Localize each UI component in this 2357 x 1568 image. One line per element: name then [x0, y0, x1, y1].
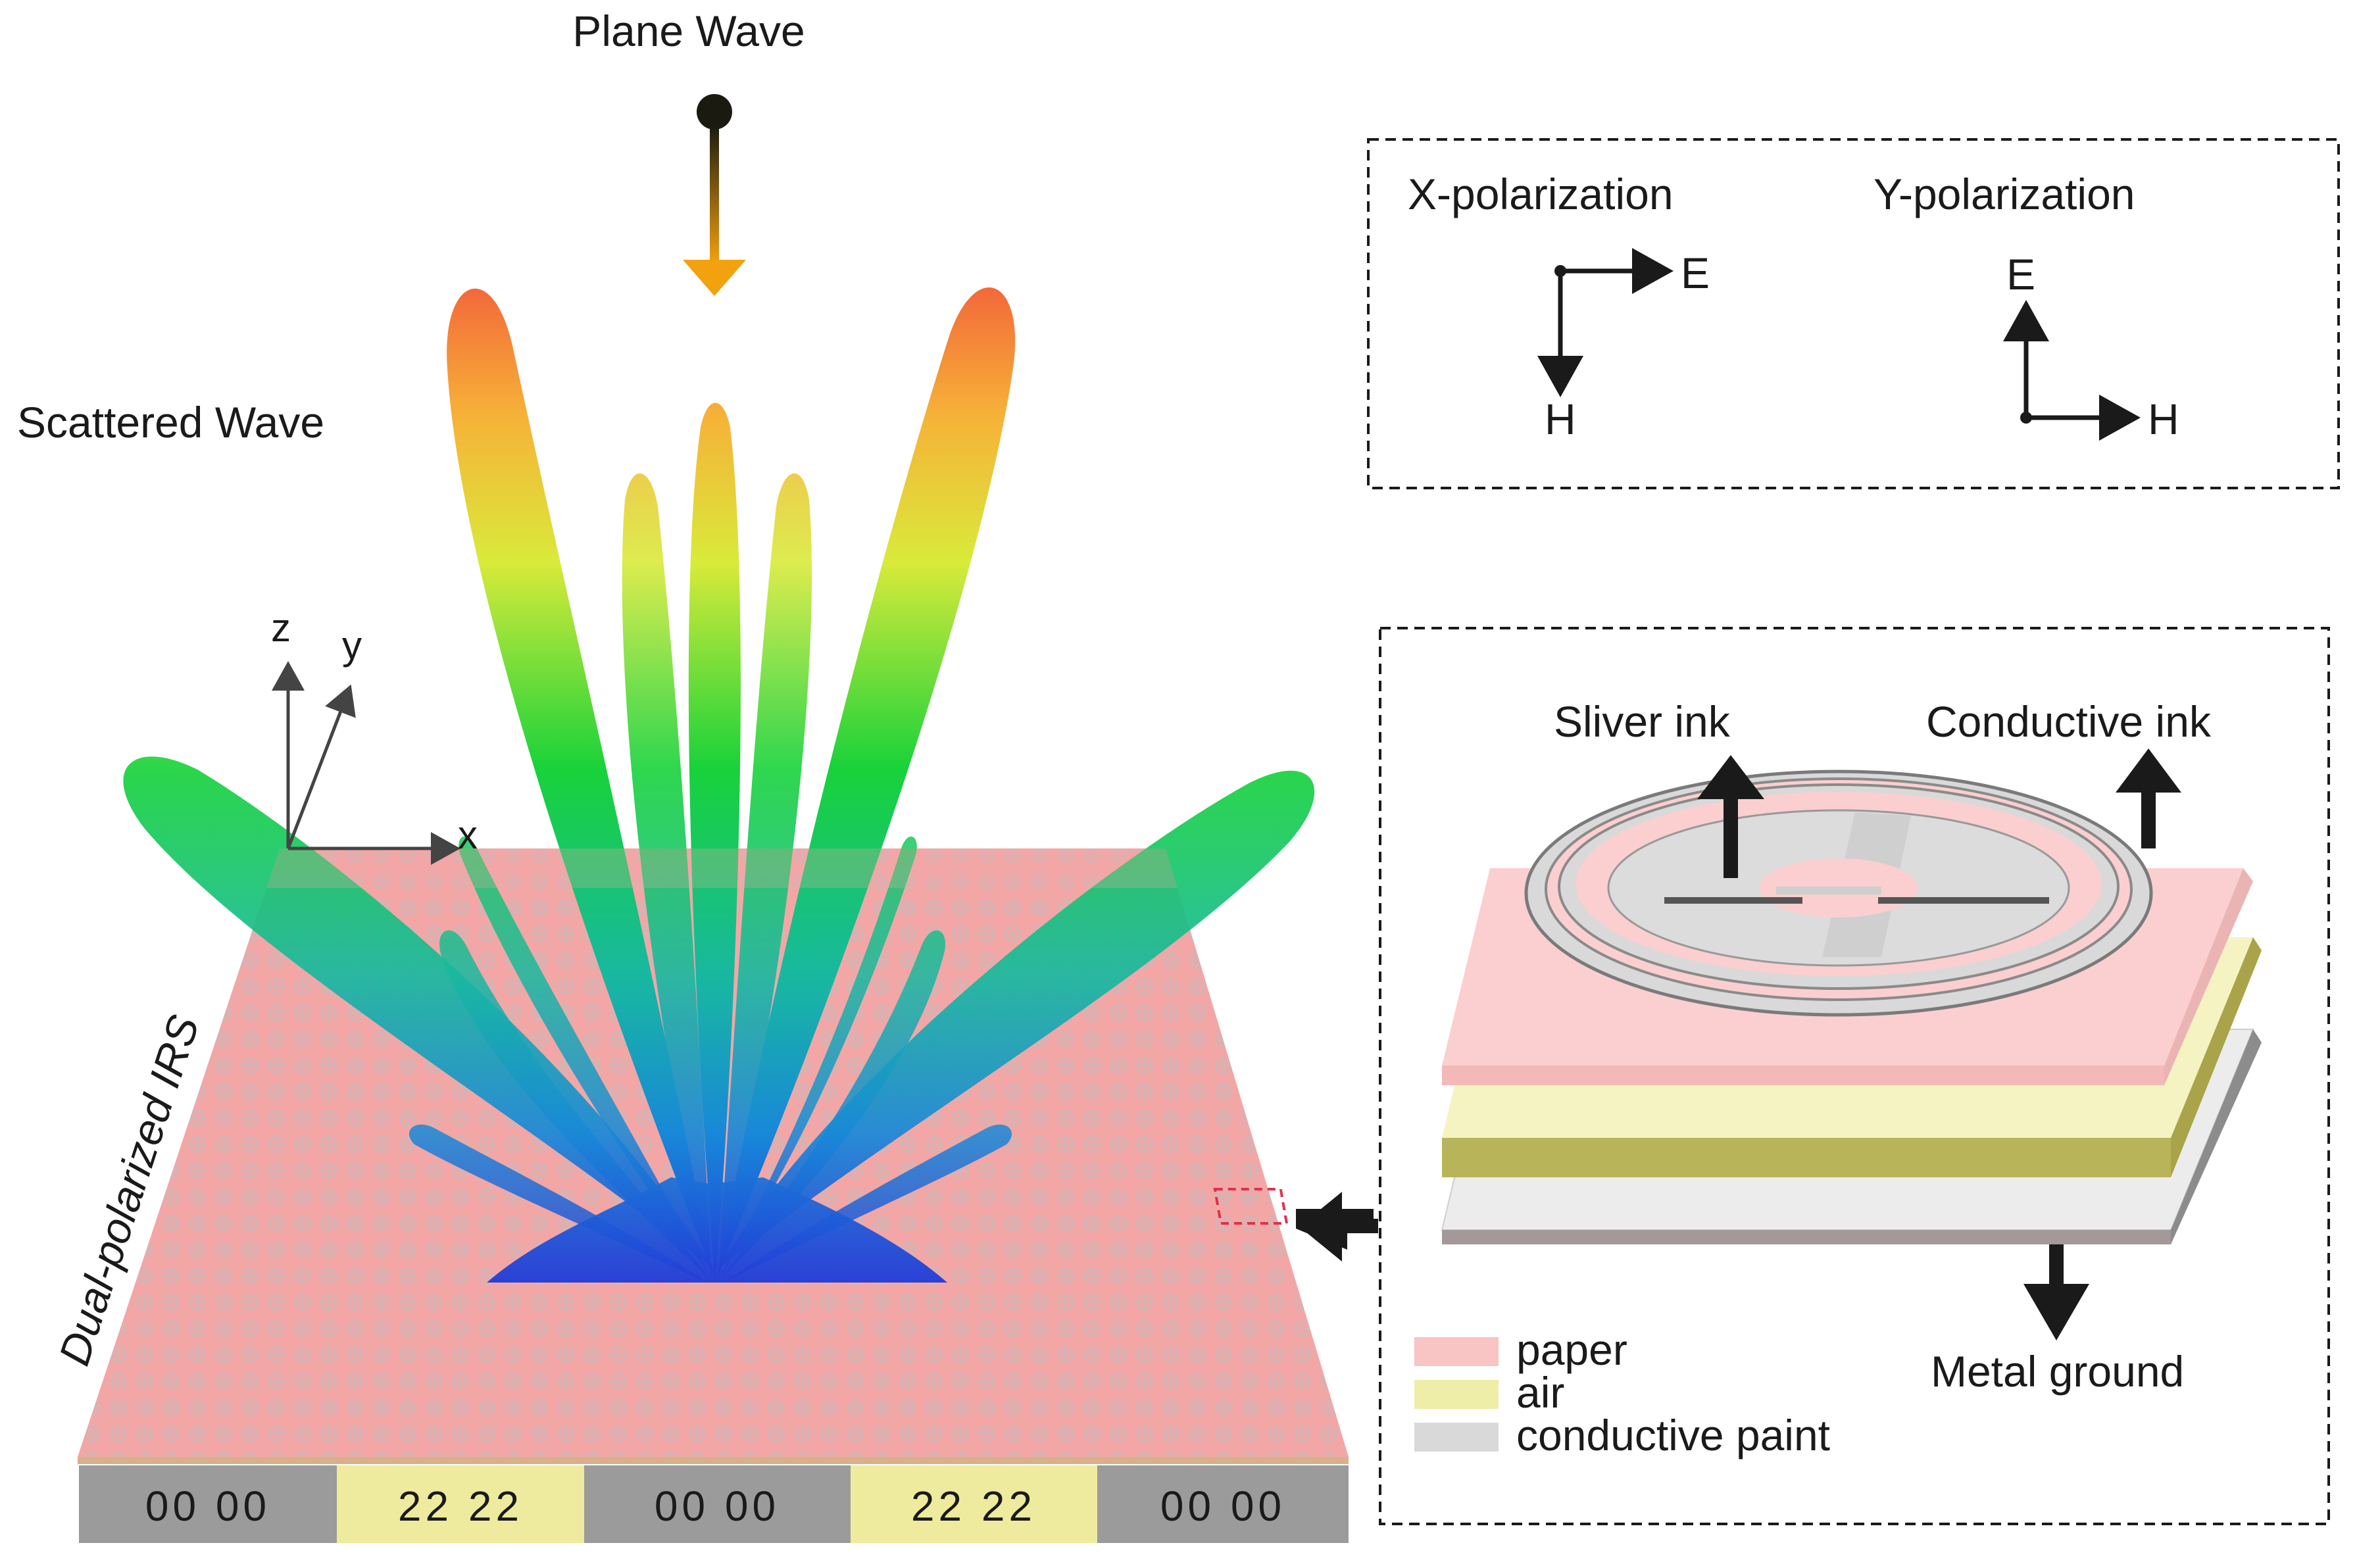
- coding-label-3: 22 22: [911, 1482, 1036, 1530]
- lobe-side-left-2: [439, 930, 710, 1279]
- lobe-main-right: [717, 287, 1016, 1276]
- coding-segment-1: [337, 1465, 584, 1543]
- conductive-ink-arrow-icon: [2116, 748, 2181, 793]
- pointer-arrow-head-icon: [1299, 1192, 1342, 1262]
- coding-label-0: 00 00: [145, 1482, 270, 1530]
- unit-cell-panel: Sliver ink Conductive ink Metal ground p…: [1379, 627, 2330, 1525]
- lobe-center-right: [718, 473, 812, 1279]
- incident-arrow-icon: [683, 260, 746, 296]
- wave-source-icon: [697, 94, 732, 130]
- coding-segment-4: [1097, 1465, 1349, 1543]
- legend-label-paper: paper: [1516, 1325, 1627, 1374]
- coding-segment-3: [851, 1465, 1097, 1543]
- legend-swatch-conductive-paint: [1414, 1423, 1499, 1452]
- polarization-panel: X-polarization Y-polarization E H E H: [1367, 138, 2340, 489]
- lobe-side-left-1: [459, 836, 710, 1276]
- y-polarization-title: Y-polarization: [1873, 170, 2135, 218]
- metal-ground-label: Metal ground: [1931, 1347, 2184, 1396]
- coding-bar: 00 00 22 22 00 00 22 22 00 00: [79, 1465, 1349, 1543]
- coding-label-4: 00 00: [1160, 1482, 1285, 1530]
- x-polarization-title: X-polarization: [1408, 170, 1674, 218]
- metal-ground-arrow-icon: [2023, 1284, 2089, 1340]
- axis-x-label: x: [458, 813, 478, 857]
- lobe-far-left: [123, 756, 714, 1269]
- conductive-ink-label: Conductive ink: [1926, 697, 2212, 746]
- legend-swatch-air: [1414, 1380, 1499, 1409]
- silver-ink-arrow-icon: [1697, 755, 1764, 799]
- x-pol-h-label: H: [1545, 395, 1576, 443]
- unit-cell-highlight: [1213, 1188, 1289, 1225]
- legend-label-air: air: [1516, 1368, 1564, 1417]
- silver-ink-label: Sliver ink: [1554, 697, 1731, 746]
- y-pol-h-label: H: [2148, 395, 2179, 443]
- scattering-pattern: [123, 287, 1315, 1283]
- coding-label-2: 00 00: [655, 1482, 780, 1530]
- coding-segment-0: [79, 1465, 337, 1543]
- layer-legend: paper air conductive paint: [1414, 1325, 1830, 1459]
- coding-label-1: 22 22: [398, 1482, 523, 1530]
- ring-resonator: [1524, 770, 2153, 1017]
- lobe-far-right: [717, 770, 1315, 1269]
- scattered-label: Scattered Wave: [17, 398, 324, 447]
- coordinate-axes: z y x: [271, 606, 478, 865]
- lobe-center-left: [622, 473, 712, 1279]
- axis-y-label: y: [342, 624, 362, 668]
- lobe-side-right-2: [720, 930, 945, 1279]
- lobe-side-right-1: [720, 836, 917, 1276]
- lobe-low-right: [724, 1124, 1012, 1283]
- lobe-center: [688, 403, 741, 1283]
- x-pol-e-label: E: [1681, 249, 1710, 297]
- incident-label: Plane Wave: [572, 7, 805, 55]
- axis-z-label: z: [271, 606, 291, 650]
- incident-wave: Plane Wave: [572, 7, 805, 296]
- y-pol-e-label: E: [2006, 250, 2035, 299]
- lobe-low-left: [409, 1124, 707, 1283]
- lobe-main-left: [447, 288, 714, 1276]
- coding-segment-2: [584, 1465, 851, 1543]
- legend-swatch-paper: [1414, 1337, 1499, 1366]
- legend-label-conductive-paint: conductive paint: [1516, 1411, 1830, 1459]
